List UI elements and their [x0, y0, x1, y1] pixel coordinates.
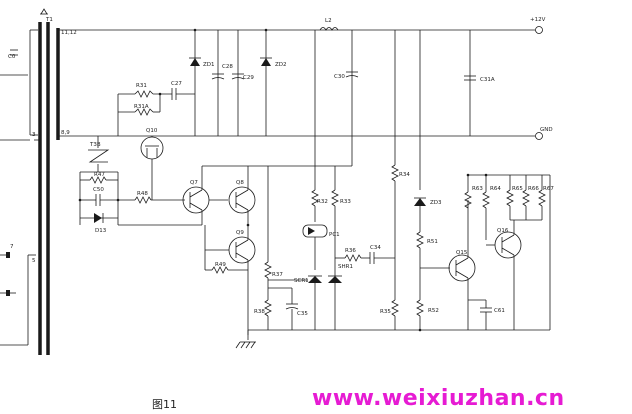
label-q10: Q10	[146, 128, 158, 134]
label-shr1: SHR1	[338, 264, 353, 270]
label-pin-3: 3	[32, 132, 36, 138]
label-scr1: SCR1	[294, 278, 309, 284]
label-r31a: R31A	[134, 104, 149, 110]
label-r34: R34	[399, 172, 410, 178]
label-r64: R64	[490, 186, 501, 192]
label-cap-left: C0	[8, 54, 16, 60]
label-r38: R38	[254, 309, 265, 315]
label-r36: R36	[345, 248, 356, 254]
label-12v: +12V	[530, 17, 546, 23]
label-pins-mid: 8,9	[61, 130, 70, 136]
transistors-q7-q9	[118, 165, 352, 335]
scr-gate-network	[235, 166, 420, 349]
label-r32: R32	[317, 199, 328, 205]
label-r67: R67	[543, 186, 554, 192]
label-r52: R52	[428, 308, 439, 314]
r31-network	[117, 88, 195, 136]
label-zd2: ZD2	[275, 62, 287, 68]
label-t3b: T3B	[89, 142, 101, 148]
label-l2: L2	[325, 18, 332, 24]
label-r35: R35	[380, 309, 391, 315]
label-zd3: ZD3	[430, 200, 442, 206]
label-pc1: PC1	[329, 232, 340, 238]
label-c27: C27	[171, 81, 182, 87]
label-r65: R65	[512, 186, 523, 192]
label-gnd: GND	[540, 127, 553, 133]
schematic-diagram: T1 11,12 8,9 3 5 7 C0 +12V GND L2 R31 C2…	[0, 8, 554, 355]
label-c34: C34	[370, 245, 381, 251]
label-q9: Q9	[236, 230, 244, 236]
label-c61: C61	[494, 308, 505, 314]
transformer-t1	[0, 8, 60, 355]
optocoupler-section	[268, 166, 395, 330]
label-c50: C50	[93, 187, 104, 193]
sense-section	[414, 173, 551, 332]
label-r51: R51	[427, 239, 438, 245]
label-zd1: ZD1	[203, 62, 215, 68]
label-r63: R63	[472, 186, 483, 192]
label-t1: T1	[45, 17, 53, 23]
label-pin-7: 7	[10, 244, 14, 250]
label-c31a: C31A	[480, 77, 495, 83]
label-q8: Q8	[236, 180, 244, 186]
label-r49: R49	[215, 262, 226, 268]
label-pin-5: 5	[32, 258, 36, 264]
label-d13: D13	[95, 228, 107, 234]
label-r37: R37	[272, 272, 283, 278]
label-q7: Q7	[190, 180, 198, 186]
r34-r35-divider	[391, 164, 399, 330]
label-r48: R48	[137, 191, 148, 197]
label-c30: C30	[334, 74, 345, 80]
watermark: www.weixiuzhan.cn	[312, 386, 565, 411]
label-r66: R66	[528, 186, 539, 192]
figure-caption: 图11	[152, 398, 177, 411]
label-q15: Q15	[456, 250, 468, 256]
label-r31: R31	[136, 83, 147, 89]
q10-driver	[88, 136, 164, 200]
feedback-block	[78, 171, 185, 225]
label-c35: C35	[297, 311, 308, 317]
upper-clamps	[189, 28, 272, 136]
power-rails	[58, 26, 543, 140]
label-c29: C29	[243, 75, 254, 81]
label-r47: R47	[94, 172, 105, 178]
label-c28: C28	[222, 64, 233, 70]
label-r33: R33	[340, 199, 351, 205]
label-pins-top: 11,12	[61, 30, 77, 36]
output-caps	[314, 30, 476, 190]
label-q16: Q16	[497, 228, 509, 234]
